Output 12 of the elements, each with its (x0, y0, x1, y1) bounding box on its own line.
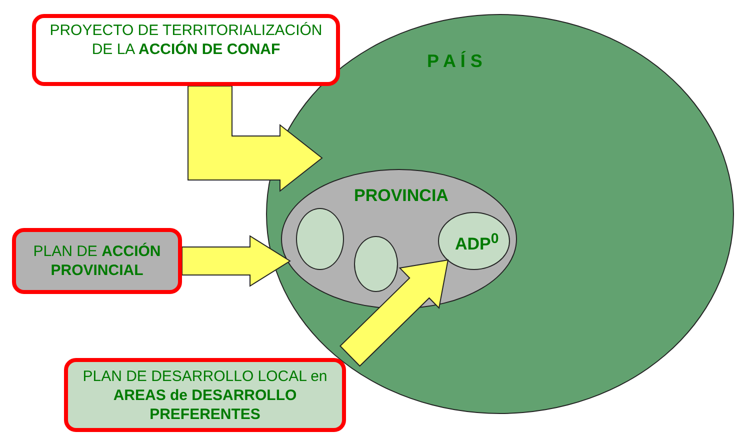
callout-box: PROYECTO DE TERRITORIALIZACIÓN DE LA ACCIÓN DE CONAF (32, 14, 340, 86)
area-ellipse (438, 212, 510, 270)
block-arrow (188, 86, 323, 192)
region-label: P A Í S (427, 51, 482, 72)
area-ellipse (296, 208, 344, 270)
callout-box: PLAN DE DESARROLLO LOCAL en AREAS de DESARROLLO PREFERENTES (64, 358, 346, 432)
block-arrow (182, 235, 291, 287)
region-label: ADP$^{0}$ (455, 231, 499, 255)
region-label: PROVINCIA (354, 186, 448, 206)
area-ellipse (354, 236, 398, 292)
callout-box: PLAN DE ACCIÓN PROVINCIAL (12, 228, 182, 294)
block-arrow (340, 259, 449, 367)
